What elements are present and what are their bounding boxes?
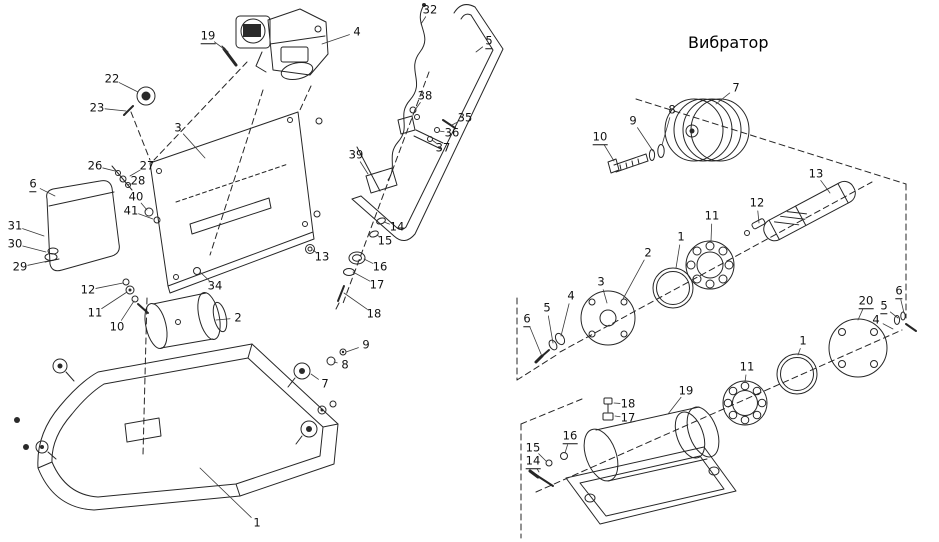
engine-assembly bbox=[235, 8, 329, 81]
shock-mounts bbox=[287, 348, 347, 445]
vibrator-section-title: Вибратор bbox=[688, 33, 769, 52]
bolt-10 bbox=[607, 153, 649, 174]
bolt-stack-10-11-12 bbox=[122, 278, 149, 314]
right-leader-lines bbox=[529, 92, 905, 473]
bolt-stack-upper-left bbox=[534, 332, 566, 364]
washers-8-9 bbox=[648, 144, 665, 161]
key-12 bbox=[744, 218, 766, 236]
bearing-upper bbox=[685, 240, 735, 290]
washers-40-41 bbox=[144, 207, 161, 224]
bolt-stack-14-15-16 bbox=[528, 452, 568, 487]
o-ring-upper bbox=[652, 267, 694, 309]
nut-bolt-17-18 bbox=[602, 397, 614, 421]
fastener-stack-13-18 bbox=[305, 217, 386, 310]
hardware-35-38 bbox=[397, 106, 456, 142]
left-side-mounts bbox=[14, 358, 75, 460]
pulley bbox=[664, 98, 750, 162]
water-tank bbox=[44, 180, 120, 272]
o-ring-lower bbox=[776, 353, 818, 395]
left-construction-lines bbox=[130, 61, 430, 456]
cover-lower bbox=[828, 318, 888, 378]
washer-34 bbox=[193, 267, 201, 275]
bolt-stack-lower-right bbox=[893, 311, 917, 332]
vibrator-housing bbox=[565, 406, 737, 525]
grommet-22-23 bbox=[123, 86, 156, 116]
throttle-cable bbox=[387, 3, 426, 181]
bolt-stack-26-27-28 bbox=[111, 165, 133, 191]
right-construction-lines bbox=[516, 98, 907, 539]
left-leader-lines bbox=[22, 16, 484, 518]
left-diagram-artwork bbox=[14, 3, 504, 511]
eccentric-shaft bbox=[763, 180, 856, 242]
handle-frame bbox=[351, 4, 504, 241]
vibrator-unit bbox=[144, 292, 228, 350]
deck-plate bbox=[149, 111, 323, 294]
base-plate bbox=[37, 343, 339, 511]
end-plate-upper bbox=[580, 290, 636, 346]
brace-39 bbox=[356, 146, 398, 194]
right-diagram-artwork bbox=[516, 98, 917, 539]
bearing-lower bbox=[722, 380, 768, 426]
